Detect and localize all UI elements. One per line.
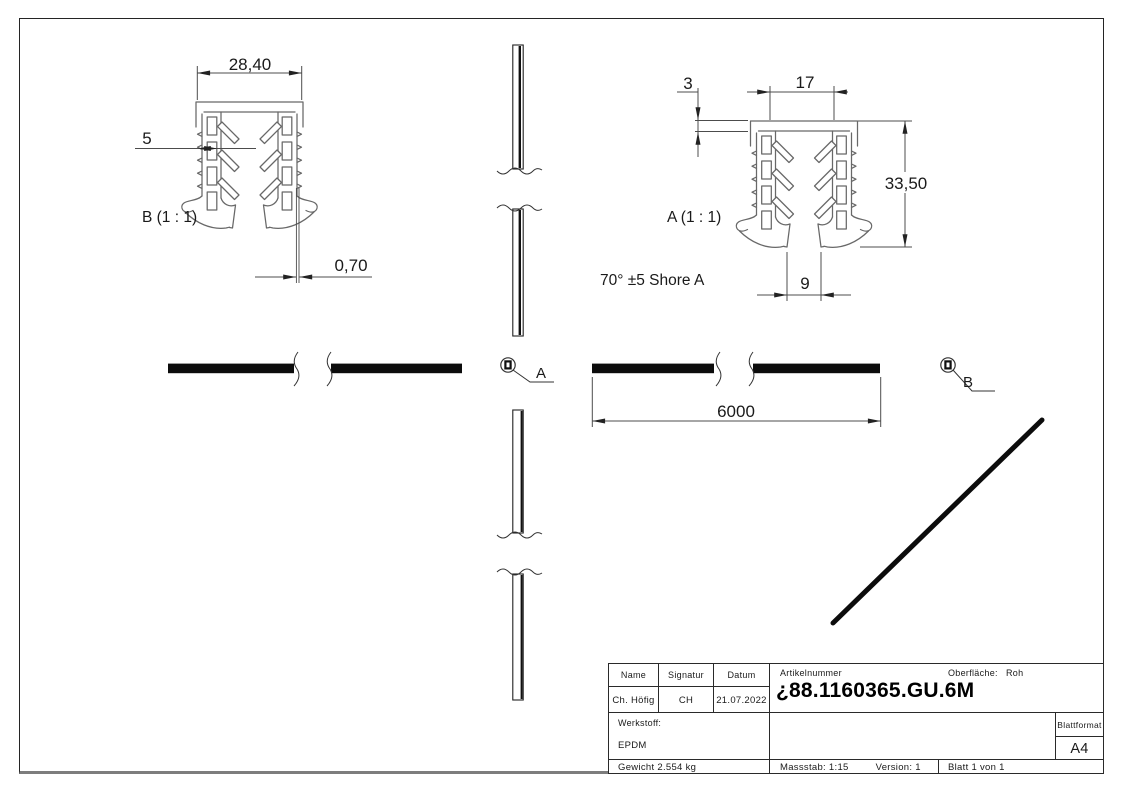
version-value: Version: 1 [875, 762, 921, 773]
blattformat-label: Blattformat [1056, 713, 1103, 737]
dimension-gap-0-70 [255, 188, 372, 283]
datum-label: Datum [714, 664, 770, 687]
profile-bar-top-vertical [496, 44, 543, 337]
massstab-value: Massstab: 1:15 [780, 762, 849, 773]
detail-b-label: B [963, 374, 973, 391]
profile-bar-right [592, 351, 880, 387]
dimension-inner-17 [747, 86, 848, 120]
artikelnummer-cell: Artikelnummer Oberfläche: Roh ¿88.116036… [770, 664, 1104, 713]
werkstoff-label: Werkstoff: [618, 718, 662, 728]
dim-label-5: 5 [142, 129, 151, 148]
dim-label-3: 3 [683, 74, 692, 93]
dimension-top-3 [677, 88, 748, 157]
werkstoff-value: EPDM [618, 740, 647, 751]
view-a-label: A (1 : 1) [667, 209, 721, 226]
title-block: Name Signatur Datum Ch. Höfig CH 21.07.2… [608, 663, 1104, 774]
blattformat-value: A4 [1056, 737, 1103, 760]
dim-label-28-40: 28,40 [229, 55, 272, 74]
view-b-profile [181, 101, 318, 229]
signatur-value: CH [659, 687, 714, 713]
werkstoff-cell: Werkstoff: EPDM [609, 713, 770, 760]
detail-callout-b [940, 357, 995, 392]
empty-cell [770, 713, 1056, 760]
shore-hardness-note: 70° ±5 Shore A [600, 272, 705, 289]
blatt-cell: Blatt 1 von 1 [948, 762, 1005, 773]
dim-label-6000: 6000 [717, 402, 755, 421]
massstab-cell: Massstab: 1:15 Version: 1 [770, 760, 939, 773]
oberflaeche-label: Oberfläche: [948, 668, 998, 678]
dimension-length-6000 [591, 377, 882, 427]
isometric-profile-line [830, 417, 1045, 626]
name-value: Ch. Höfig [609, 687, 659, 713]
dim-label-9: 9 [800, 274, 809, 293]
view-a-profile [735, 120, 873, 248]
dim-label-33-50: 33,50 [885, 174, 928, 193]
dimension-width-28-40 [196, 66, 303, 100]
datum-value: 21.07.2022 [714, 687, 770, 713]
dim-label-0-70: 0,70 [334, 256, 367, 275]
profile-bar-bottom-vertical [496, 409, 543, 701]
profile-bar-left [168, 351, 462, 387]
name-label: Name [609, 664, 659, 687]
drawing-frame [19, 18, 1104, 774]
detail-a-label: A [536, 365, 546, 382]
view-b-label: B (1 : 1) [142, 209, 197, 226]
artikelnummer-value: ¿88.1160365.GU.6M [776, 679, 975, 702]
dim-label-17: 17 [796, 73, 815, 92]
signatur-label: Signatur [659, 664, 714, 687]
detail-callout-a [500, 357, 554, 383]
gewicht-cell: Gewicht 2.554 kg [609, 760, 770, 773]
dim-33-50-text-mask [878, 172, 935, 193]
dimension-foot-9 [757, 252, 851, 301]
artikelnummer-label: Artikelnummer [780, 668, 842, 678]
oberflaeche-value: Roh [1006, 668, 1024, 678]
